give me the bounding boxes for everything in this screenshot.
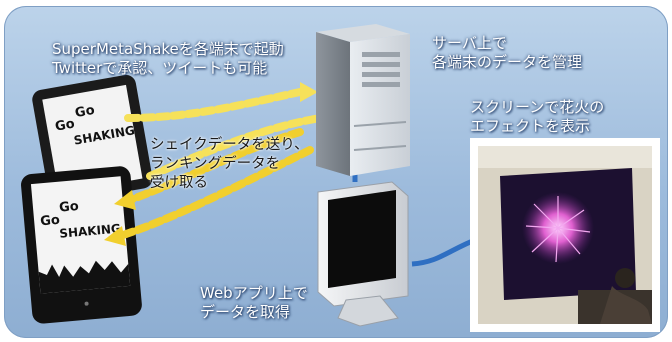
caption-app-launch-line-1: SuperMetaShakeを各端末で起動 bbox=[52, 40, 284, 58]
server-tower bbox=[316, 24, 410, 176]
event-photo bbox=[470, 138, 660, 332]
caption-web-app-line-1: Webアプリ上で bbox=[200, 284, 308, 302]
caption-server-line-2: 各端末のデータを管理 bbox=[432, 53, 583, 71]
tablet-2: Go Go SHAKING bbox=[21, 166, 142, 324]
caption-screen-line-1: スクリーンで花火の bbox=[470, 98, 605, 116]
caption-shake-data-line-3: 受け取る bbox=[150, 175, 208, 191]
caption-screen-line-2: エフェクトを表示 bbox=[470, 117, 591, 135]
caption-shake-data-line-1: シェイクデータを送り、 bbox=[150, 137, 309, 153]
svg-text:Go: Go bbox=[40, 213, 61, 230]
svg-text:SHAKING: SHAKING bbox=[59, 221, 122, 240]
caption-server-line-1: サーバ上で bbox=[432, 34, 507, 52]
caption-web-app-line-2: データを取得 bbox=[200, 303, 291, 321]
caption-screen: スクリーンで花火の エフェクトを表示 bbox=[470, 98, 604, 136]
caption-web-app: Webアプリ上で データを取得 bbox=[200, 284, 308, 322]
svg-text:Go: Go bbox=[74, 103, 96, 121]
caption-shake-data-line-2: ランキングデータを bbox=[150, 156, 281, 172]
tablet-1: Go Go SHAKING bbox=[32, 74, 153, 204]
caption-app-launch: SuperMetaShakeを各端末で起動 Twitterで承認、ツイートも可能 bbox=[52, 40, 284, 78]
caption-shake-data: シェイクデータを送り、 ランキングデータを 受け取る bbox=[150, 136, 309, 193]
caption-app-launch-line-2: Twitterで承認、ツイートも可能 bbox=[52, 59, 268, 77]
caption-server: サーバ上で 各端末のデータを管理 bbox=[432, 34, 582, 72]
monitor bbox=[317, 181, 409, 327]
data-arrows bbox=[104, 82, 324, 246]
svg-text:Go: Go bbox=[58, 199, 79, 216]
svg-text:Go: Go bbox=[54, 117, 76, 135]
